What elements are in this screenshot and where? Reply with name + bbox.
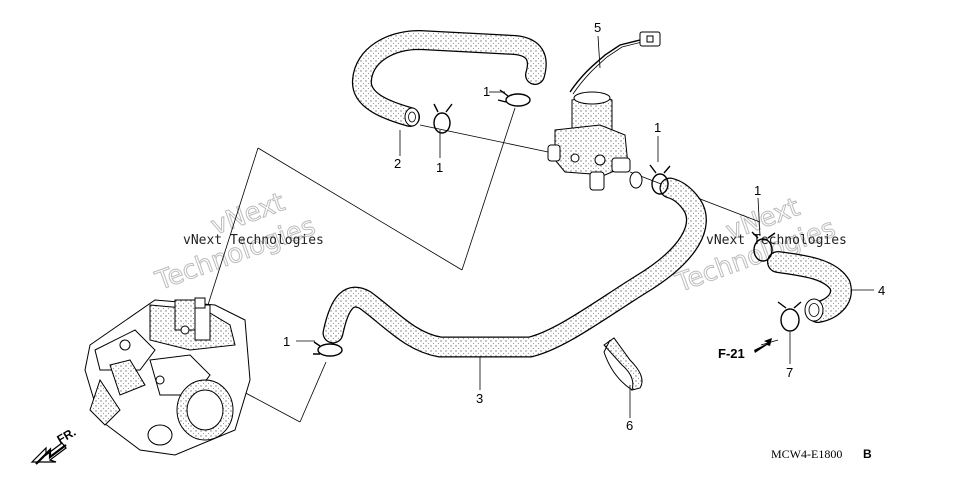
clamp-7	[777, 301, 802, 332]
clamp-b	[497, 89, 531, 107]
callout-7: 7	[786, 365, 793, 380]
callout-6: 6	[626, 418, 633, 433]
svg-text:MCW4-E1800: MCW4-E1800	[771, 447, 842, 461]
clamp-parts	[313, 89, 802, 357]
callout-4: 4	[878, 283, 885, 298]
clamp-d	[751, 231, 776, 262]
f21-label: F-21	[718, 346, 745, 361]
hose-4	[767, 251, 852, 323]
callout-3: 3	[476, 391, 483, 406]
callout-1: 1	[283, 334, 290, 349]
svg-text:vNext Technologies: vNext Technologies	[183, 233, 324, 248]
clamp-c	[649, 164, 671, 195]
diagram-code-suffix: B	[863, 447, 872, 461]
callout-1: 1	[483, 84, 490, 99]
callout-1: 1	[436, 160, 443, 175]
hose-3	[322, 177, 707, 358]
engine-block	[84, 297, 251, 456]
front-label: FR.	[55, 425, 79, 447]
svg-text:vNext Technologies: vNext Technologies	[706, 233, 847, 248]
band-clip	[603, 337, 643, 391]
watermark-left: vNext Technologies vNext Technologies	[151, 187, 324, 298]
front-direction-arrow: FR.	[30, 425, 79, 465]
callout-1: 1	[654, 120, 661, 135]
callout-1: 1	[754, 183, 761, 198]
callouts: 1 1 1 1 1 2 3 4 5 6 7	[283, 20, 885, 433]
hose-2	[352, 29, 547, 127]
f21-reference: F-21	[718, 338, 772, 361]
clamp-e	[313, 341, 343, 357]
callout-5: 5	[594, 20, 601, 35]
air-injection-valve	[547, 31, 661, 191]
clamp-a	[433, 103, 453, 134]
diagram-code: MCW4-E1800 B	[771, 447, 872, 461]
callout-2: 2	[394, 156, 401, 171]
